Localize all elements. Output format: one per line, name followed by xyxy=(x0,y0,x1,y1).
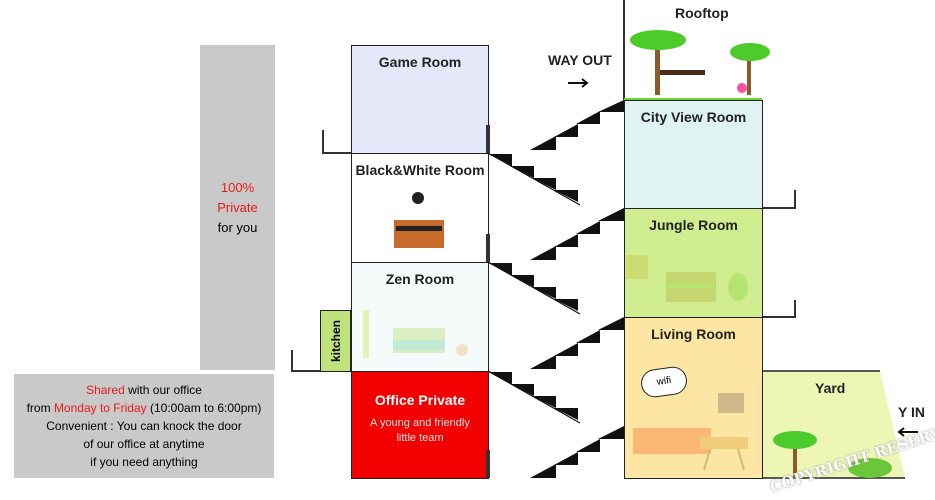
hours-text: (10:00am to 6:00pm) xyxy=(146,401,262,415)
zen-room: Zen Room xyxy=(351,262,489,372)
living-room-title: Living Room xyxy=(651,326,736,342)
game-room: Game Room xyxy=(351,45,489,154)
zen-room-title: Zen Room xyxy=(385,271,455,287)
private-percent: 100% xyxy=(220,180,255,195)
arrows xyxy=(568,78,918,437)
city-view-title: City View Room xyxy=(640,109,747,125)
bw-room-title: Black&White Room xyxy=(355,162,485,178)
palm-tree-icon xyxy=(630,30,686,95)
jungle-room-title: Jungle Room xyxy=(649,217,738,233)
wifi-bubble: wifi xyxy=(639,364,689,400)
yard-area xyxy=(762,371,905,478)
shared-panel: Shared with our office from Monday to Fr… xyxy=(14,374,274,478)
private-for-you: for you xyxy=(217,220,258,235)
private-label: Private xyxy=(217,200,258,215)
city-view-room: City View Room xyxy=(624,100,763,209)
yin-yang-icon xyxy=(412,192,424,204)
shared-word: Shared xyxy=(86,383,125,397)
game-room-title: Game Room xyxy=(378,54,462,70)
palm-tree-icon xyxy=(730,43,770,95)
way-in-label: Y IN xyxy=(898,404,925,420)
from-text: from xyxy=(26,401,54,415)
yard-title: Yard xyxy=(815,380,846,396)
shared-text: with our office xyxy=(124,383,202,397)
convenient-text: Convenient : You can knock the door xyxy=(46,419,242,433)
office-room-subtitle: A young and friendly little team xyxy=(370,417,470,444)
private-panel: 100% Private for you xyxy=(200,45,275,370)
table-icon xyxy=(660,70,705,75)
kitchen-label: kitchen xyxy=(328,319,343,363)
days-text: Monday to Friday xyxy=(53,401,147,415)
office-room-title: Office Private xyxy=(374,392,466,408)
bed-icon xyxy=(394,220,444,248)
kitchen: kitchen xyxy=(320,310,351,372)
need-anything-text: if you need anything xyxy=(90,455,198,469)
palm-tree-icon xyxy=(773,431,817,478)
stair-lines xyxy=(487,152,581,424)
jungle-room: Jungle Room xyxy=(624,208,763,318)
office-anytime-text: of our office at anytime xyxy=(83,437,205,451)
living-room: Living Room wifi xyxy=(624,317,763,479)
rooftop-title: Rooftop xyxy=(675,5,729,21)
way-out-label: WAY OUT xyxy=(548,52,612,68)
stairs xyxy=(488,100,624,478)
bush-icon xyxy=(848,458,892,478)
office-room: Office Private A young and friendly litt… xyxy=(351,371,489,479)
bw-room: Black&White Room xyxy=(351,153,489,263)
